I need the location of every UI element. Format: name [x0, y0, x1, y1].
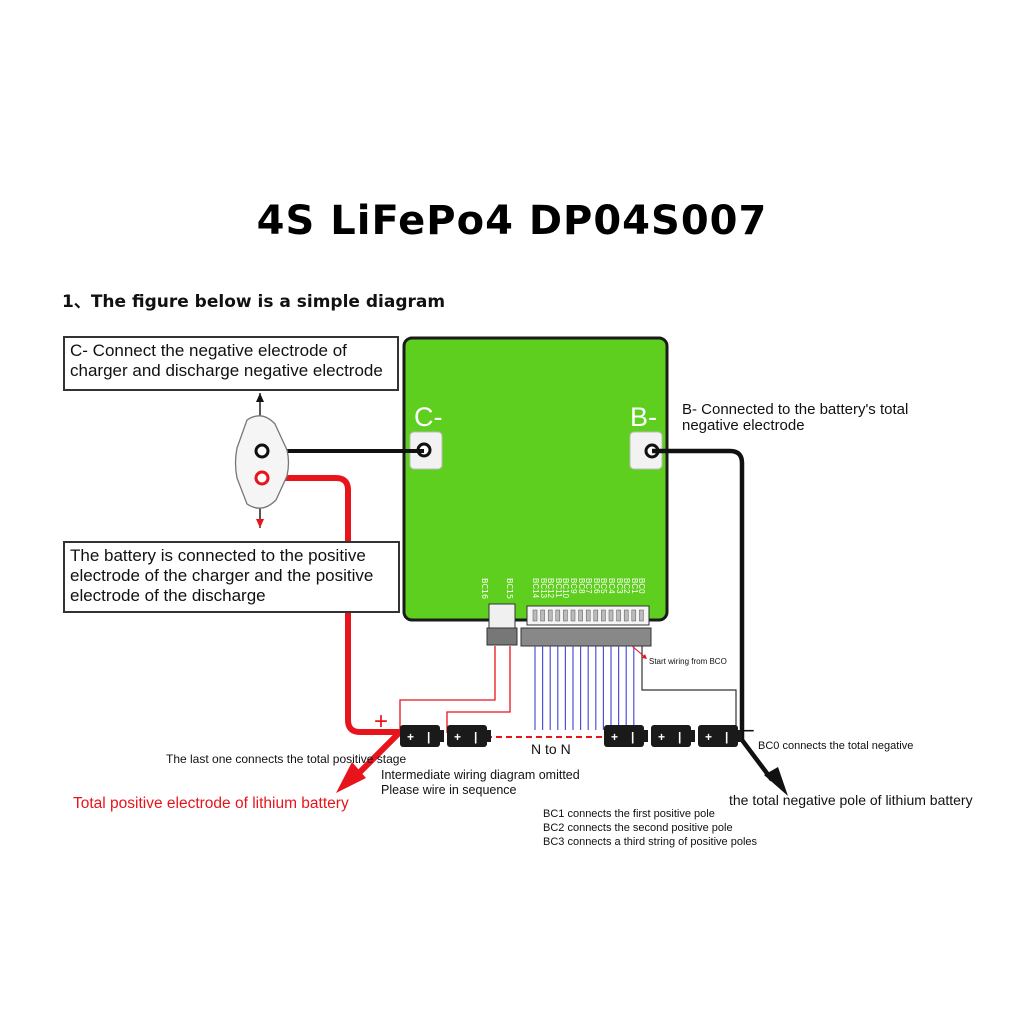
- c-minus-callout-line: charger and discharge negative electrode: [70, 361, 383, 380]
- connector-pin: [608, 609, 614, 622]
- n-to-n-label: N to N: [531, 741, 571, 757]
- dc-plug-icon: [234, 393, 290, 528]
- page-title: 4S LiFePo4 DP04S007: [256, 198, 768, 244]
- connector-pins: [532, 609, 644, 622]
- battery-minus-mark: |: [678, 730, 681, 744]
- battery-minus-mark: |: [474, 730, 477, 744]
- battery-terminal: [644, 730, 648, 742]
- battery-minus-mark: |: [427, 730, 430, 744]
- positive-callout: The battery is connected to the positive…: [63, 541, 400, 613]
- connector-pin: [616, 609, 621, 622]
- bc0-wire: [641, 646, 737, 733]
- connector-pin: [631, 609, 637, 622]
- battery-plus-mark: +: [658, 730, 665, 744]
- positive-callout-line: electrode of the charger and the positiv…: [70, 566, 374, 585]
- positive-wire: [264, 475, 408, 783]
- bc-note-line: BC1 connects the first positive pole: [543, 808, 715, 820]
- bc15-wire: [446, 646, 511, 733]
- battery-plus-mark: +: [705, 730, 712, 744]
- battery-plus-mark: +: [454, 730, 461, 744]
- bc16-connector: [488, 603, 516, 629]
- connector-pin: [585, 609, 591, 622]
- battery-terminal: [440, 730, 444, 742]
- c-minus-callout: C- Connect the negative electrode of cha…: [63, 336, 399, 391]
- pin-label-bc0: BC0: [637, 578, 647, 594]
- total-negative-label: the total negative pole of lithium batte…: [729, 792, 973, 808]
- b-minus-label: B-: [630, 402, 657, 432]
- battery-terminal: [691, 730, 695, 742]
- battery-cell-icon: [698, 725, 738, 747]
- battery-cell-icon: [651, 725, 691, 747]
- b-minus-callout-line: negative electrode: [682, 417, 805, 434]
- total-positive-label: Total positive electrode of lithium batt…: [73, 795, 349, 812]
- intermediate-label: Intermediate wiring diagram omitted Plea…: [381, 768, 580, 798]
- bc-note-line: BC2 connects the second positive pole: [543, 822, 733, 834]
- connector-pin: [540, 609, 545, 622]
- connector-pin: [547, 609, 553, 622]
- battery-terminal: [487, 730, 491, 742]
- bc0-total-label: BC0 connects the total negative: [758, 740, 914, 752]
- battery-minus-mark: |: [631, 730, 634, 744]
- total-negative-arrow-icon: [764, 767, 788, 796]
- b-minus-callout-line: B- Connected to the battery's total: [682, 401, 909, 418]
- battery-cells: + | + | + | + | + |: [400, 725, 742, 747]
- bc16-wire: [399, 646, 496, 733]
- connector-pin: [570, 609, 576, 622]
- c-minus-label: C-: [414, 402, 443, 432]
- connector-pin: [563, 609, 568, 622]
- bc-notes: BC1 connects the first positive pole BC2…: [543, 807, 757, 849]
- section-heading: 1、The figure below is a simple diagram: [62, 292, 446, 312]
- battery-cell-icon: [400, 725, 440, 747]
- battery-minus-mark: |: [725, 730, 728, 744]
- intermediate-line: Intermediate wiring diagram omitted: [381, 768, 580, 782]
- connector-pin: [532, 609, 538, 622]
- minus-sign: −: [742, 718, 755, 743]
- balance-wires: [534, 646, 635, 730]
- intermediate-line: Please wire in sequence: [381, 783, 517, 797]
- connector-pin: [639, 609, 644, 622]
- battery-cell-icon: [604, 725, 644, 747]
- total-positive-arrow-icon: [336, 762, 366, 793]
- c-minus-callout-line: C- Connect the negative electrode of: [70, 341, 347, 360]
- last-one-label: The last one connects the total positive…: [166, 752, 407, 766]
- connector-pin: [578, 609, 583, 622]
- b-minus-wire: [652, 448, 774, 782]
- connector-pin: [555, 609, 561, 622]
- positive-callout-line: The battery is connected to the positive: [70, 546, 366, 565]
- connector-plug: [520, 627, 652, 647]
- battery-plus-mark: +: [611, 730, 618, 744]
- plus-sign: +: [374, 708, 389, 735]
- bc-note-line: BC3 connects a third string of positive …: [543, 836, 758, 848]
- battery-cell-icon: [447, 725, 487, 747]
- connector-pin: [623, 609, 629, 622]
- b-minus-callout: B- Connected to the battery's total nega…: [682, 402, 908, 434]
- connector-pin: [601, 609, 606, 622]
- bc16-label: BC16: [480, 578, 489, 600]
- start-wiring-arrow-icon: [631, 645, 647, 659]
- connector-pin: [593, 609, 599, 622]
- positive-callout-line: electrode of the discharge: [70, 586, 266, 605]
- battery-terminal: [738, 730, 742, 742]
- start-wiring-label: Start wiring from BCO: [649, 657, 727, 666]
- battery-plus-mark: +: [407, 730, 414, 744]
- bc15-label: BC15: [505, 578, 514, 600]
- bc16-plug: [486, 627, 518, 646]
